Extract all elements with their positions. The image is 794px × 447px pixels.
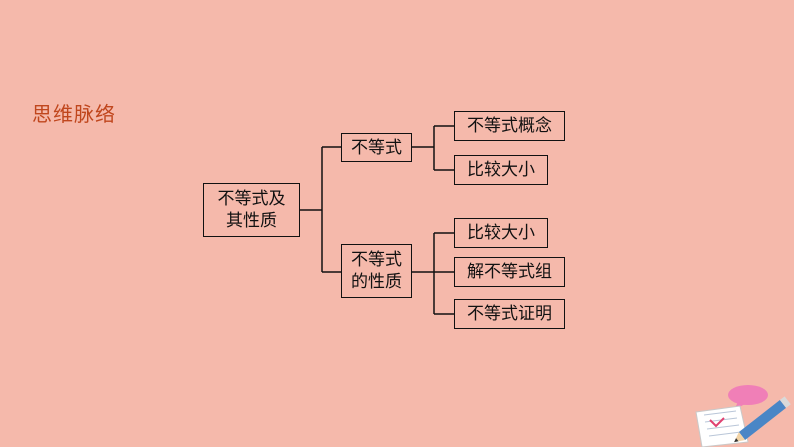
section-heading: 思维脉络 — [32, 102, 116, 126]
branch-node-properties: 不等式 的性质 — [341, 244, 412, 298]
leaf-node-compare-2: 比较大小 — [454, 218, 548, 248]
leaf-node-proof: 不等式证明 — [454, 299, 565, 329]
pencil-and-paper-icon — [695, 385, 791, 447]
root-node: 不等式及 其性质 — [203, 183, 300, 237]
leaf-node-concept: 不等式概念 — [454, 111, 565, 141]
leaf-node-compare: 比较大小 — [454, 155, 548, 185]
leaf-node-solve-system: 解不等式组 — [454, 257, 565, 287]
branch-node-inequality: 不等式 — [341, 133, 412, 162]
